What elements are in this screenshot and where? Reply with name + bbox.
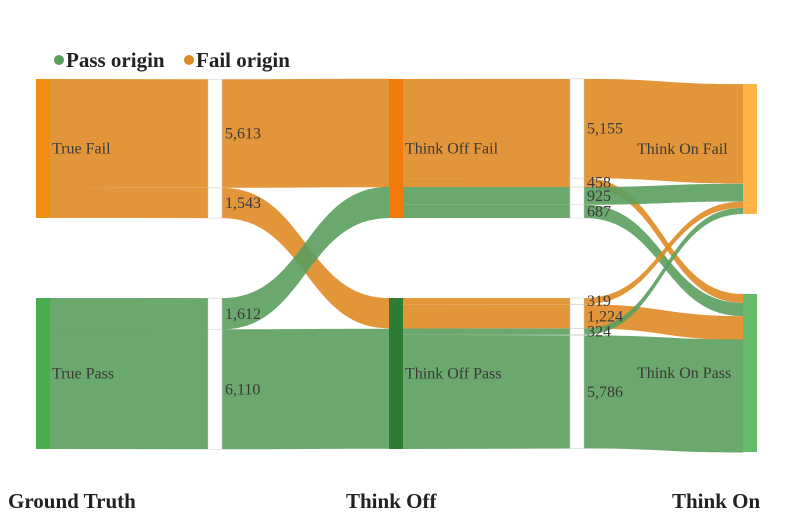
flow-label-box-s2-6 <box>569 328 585 336</box>
legend-label-pass: Pass origin <box>66 48 165 72</box>
flow-value-label-s1-0: 5,613 <box>225 126 261 143</box>
flow-value-label-s1-3: 6,110 <box>225 381 260 398</box>
node-gt-pass <box>36 298 50 449</box>
flow-label-box-s1-1 <box>207 187 223 219</box>
node-label-gt-pass: True Pass <box>52 366 114 383</box>
stage-label-ground-truth: Ground Truth <box>8 489 136 513</box>
node-label-off-fail: Think Off Fail <box>405 141 499 158</box>
node-label-on-fail: Think On Fail <box>637 141 728 158</box>
flow-label-box-s1-3 <box>207 329 223 450</box>
flow-band-s2-6 <box>403 207 743 335</box>
flow-band-s2-3 <box>403 204 743 317</box>
node-on-pass <box>743 294 757 452</box>
legend: Pass origin Fail origin <box>54 48 290 72</box>
flow-label-box-s2-4 <box>569 297 585 305</box>
node-on-fail <box>743 84 757 214</box>
flow-value-label-s2-6: 324 <box>587 324 611 341</box>
flow-value-label-s2-2: 925 <box>587 188 611 205</box>
flow-value-label-s2-0: 5,155 <box>587 121 623 138</box>
flow-label-box-s1-2 <box>207 297 223 330</box>
flow-label-box-s2-1 <box>569 177 585 188</box>
flow-label-box-s2-0 <box>569 78 585 179</box>
nodes-layer <box>36 79 757 452</box>
flow-label-box-s2-7 <box>569 335 585 449</box>
flow-label-box-s1-0 <box>207 79 223 189</box>
node-label-off-pass: Think Off Pass <box>405 366 502 383</box>
legend-label-fail: Fail origin <box>196 48 290 72</box>
flow-band-s2-1 <box>403 178 743 303</box>
flow-value-label-s2-7: 5,786 <box>587 384 623 401</box>
node-gt-fail <box>36 79 50 218</box>
legend-marker-pass <box>54 55 64 65</box>
flow-label-box-s2-3 <box>569 204 585 219</box>
node-label-on-pass: Think On Pass <box>637 365 731 382</box>
flow-value-label-s2-5: 1,224 <box>587 308 623 325</box>
flow-label-box-s2-2 <box>569 186 585 206</box>
flow-value-label-s1-1: 1,543 <box>225 195 261 212</box>
node-off-fail <box>389 79 403 218</box>
flow-value-label-s1-2: 1,612 <box>225 306 261 323</box>
stage-label-think-on: Think On <box>672 489 760 513</box>
flow-value-label-s2-4: 319 <box>587 293 611 310</box>
node-off-pass <box>389 298 403 449</box>
node-label-gt-fail: True Fail <box>52 141 111 158</box>
stage-label-think-off: Think Off <box>346 489 437 513</box>
legend-marker-fail <box>184 55 194 65</box>
flow-label-box-s2-5 <box>569 304 585 329</box>
flow-band-s2-4 <box>403 201 743 305</box>
flow-value-label-s2-3: 687 <box>587 203 611 220</box>
flow-value-label-s2-1: 458 <box>587 175 611 192</box>
